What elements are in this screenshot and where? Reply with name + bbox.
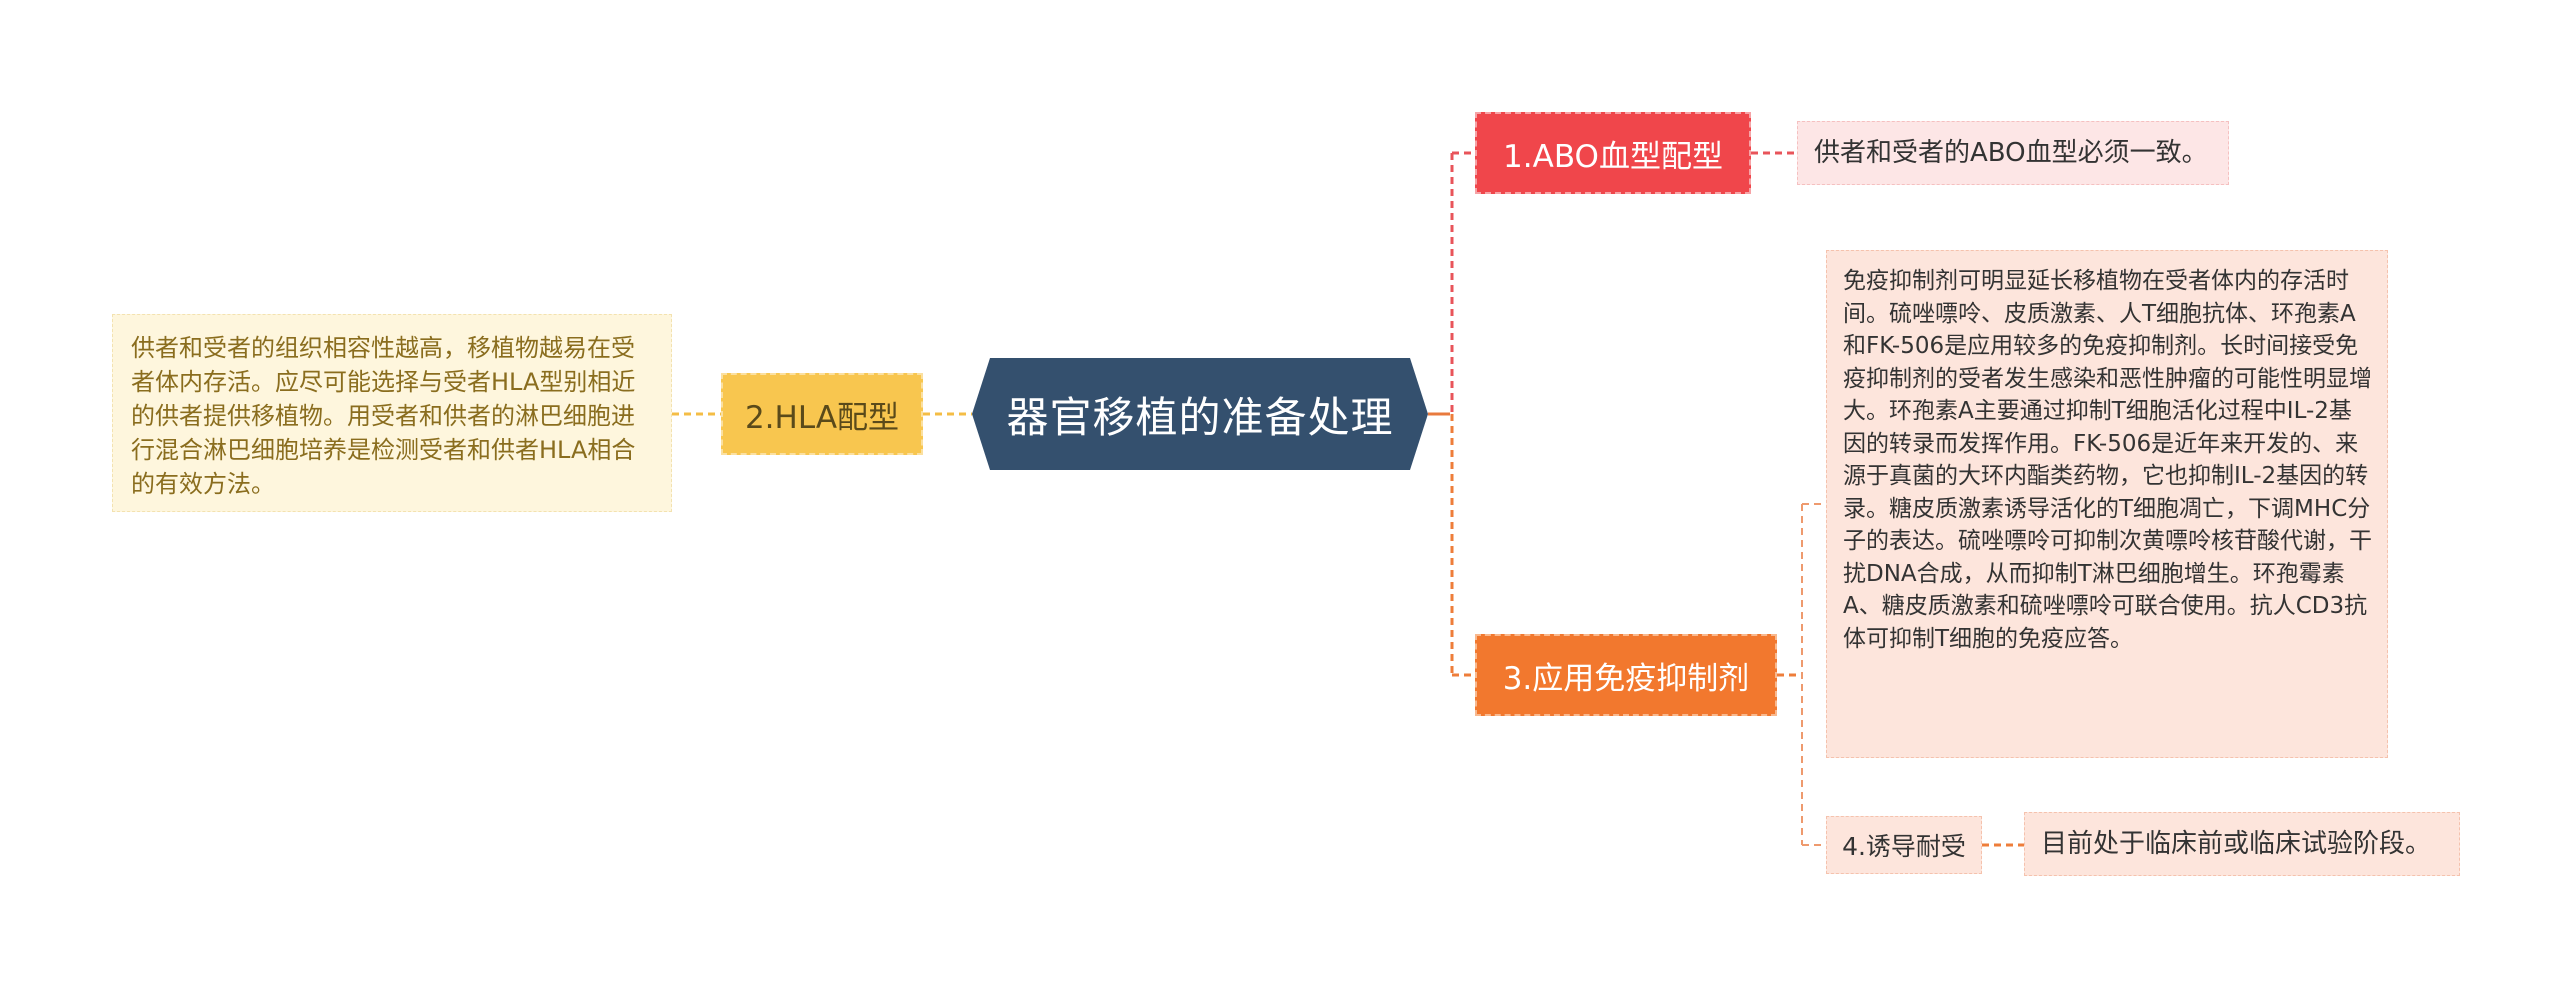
sub-node-induce-tolerance[interactable]: 4.诱导耐受 [1826,816,1982,874]
branch-hla-matching-node[interactable]: 2.HLA配型 [721,373,923,455]
central-topic-node[interactable]: 器官移植的准备处理 [972,358,1428,470]
sub-node-induce-tolerance-label: 4.诱导耐受 [1842,832,1966,861]
branch-immunosuppressant-label: 3.应用免疫抑制剂 [1502,660,1750,697]
hla-detail-text: 供者和受者的组织相容性越高，移植物越易在受者体内存活。应尽可能选择与受者HLA型… [131,334,636,498]
branch-hla-matching-label: 2.HLA配型 [744,399,900,436]
hla-detail-note[interactable]: 供者和受者的组织相容性越高，移植物越易在受者体内存活。应尽可能选择与受者HLA型… [112,314,672,512]
central-topic-hexagon-shape [972,358,1428,470]
branch-immunosuppressant-node[interactable]: 3.应用免疫抑制剂 [1475,634,1777,716]
branch-abo-blood-type-node[interactable]: 1.ABO血型配型 [1475,112,1751,194]
branch-abo-blood-type-label: 1.ABO血型配型 [1503,138,1723,175]
central-topic-label: 器官移植的准备处理 [1006,392,1394,442]
abo-detail-text: 供者和受者的ABO血型必须一致。 [1814,138,2208,168]
induce-tolerance-detail-text: 目前处于临床前或临床试验阶段。 [2041,829,2432,859]
induce-tolerance-detail-note[interactable]: 目前处于临床前或临床试验阶段。 [2024,812,2460,876]
abo-detail-note[interactable]: 供者和受者的ABO血型必须一致。 [1797,121,2229,185]
immunosuppressant-detail-note[interactable]: 免疫抑制剂可明显延长移植物在受者体内的存活时间。硫唑嘌呤、皮质激素、人T细胞抗体… [1826,250,2388,758]
immunosuppressant-detail-text: 免疫抑制剂可明显延长移植物在受者体内的存活时间。硫唑嘌呤、皮质激素、人T细胞抗体… [1843,268,2372,652]
